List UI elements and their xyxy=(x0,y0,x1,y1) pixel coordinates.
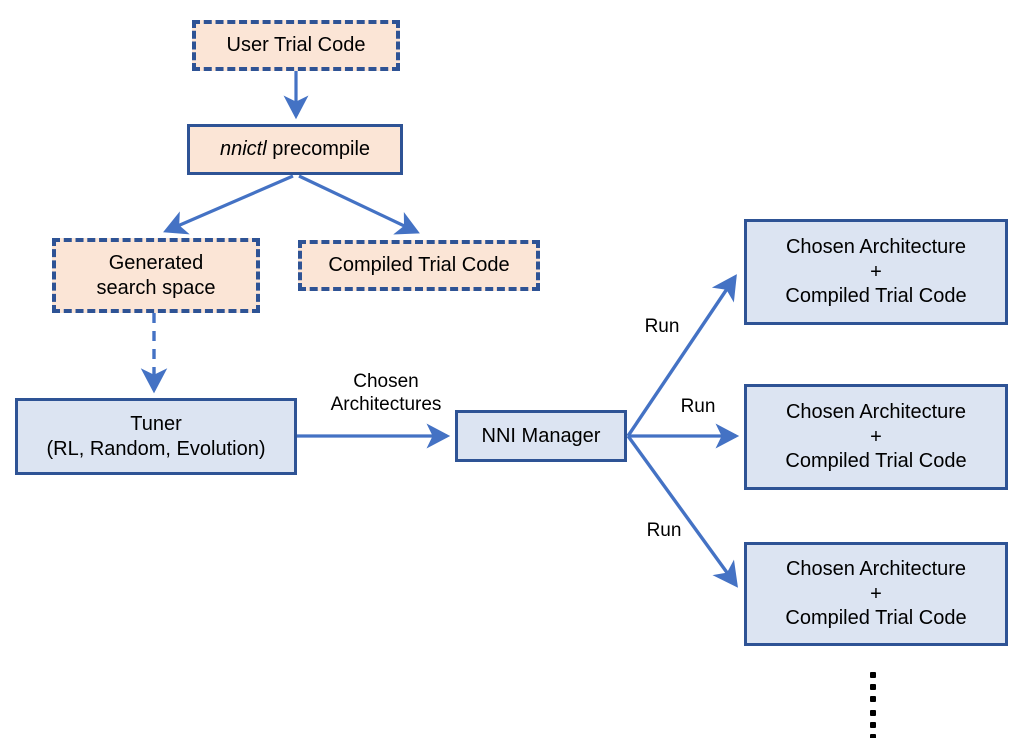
vertical-ellipsis-icon-1 xyxy=(869,672,877,702)
node-tuner-line-1: Tuner xyxy=(130,413,182,436)
edge-label-run-middle: Run xyxy=(680,396,716,417)
node-trial-2-line-1: Chosen Architecture xyxy=(785,401,967,424)
node-trial-3-line-1: Chosen Architecture xyxy=(785,558,967,581)
node-nni-manager-label: NNI Manager xyxy=(481,424,601,447)
node-nni-manager[interactable]: NNI Manager xyxy=(455,410,627,462)
node-user-trial-code-label: User Trial Code xyxy=(226,34,366,57)
node-trial-1-line-2: + xyxy=(870,260,882,283)
arrow-nni-manager-to-trial-3 xyxy=(626,435,738,588)
node-trial-2-line-2: + xyxy=(870,425,882,448)
node-trial-1-line-1: Chosen Architecture xyxy=(785,236,967,259)
arrow-precompile-to-compiled-code xyxy=(298,174,420,235)
node-trial-2-line-3: Compiled Trial Code xyxy=(785,450,967,473)
node-nnictl-precompile-command: nnictl xyxy=(219,138,267,161)
arrow-precompile-to-search-space xyxy=(163,174,294,235)
edge-label-run-bottom: Run xyxy=(646,520,682,541)
node-compiled-trial-code-label: Compiled Trial Code xyxy=(328,254,510,277)
node-generated-search-space-line-2: search space xyxy=(96,276,216,299)
node-trial-3[interactable]: Chosen Architecture + Compiled Trial Cod… xyxy=(744,542,1008,646)
edge-label-chosen-architectures: Chosen Architectures xyxy=(330,371,442,415)
vertical-ellipsis-icon-2 xyxy=(869,710,877,738)
node-trial-1[interactable]: Chosen Architecture + Compiled Trial Cod… xyxy=(744,219,1008,325)
node-nnictl-precompile[interactable]: nnictl precompile xyxy=(187,124,403,175)
node-generated-search-space[interactable]: Generated search space xyxy=(52,238,260,313)
node-nnictl-precompile-action: precompile xyxy=(266,138,371,161)
node-trial-3-line-3: Compiled Trial Code xyxy=(785,607,967,630)
node-tuner[interactable]: Tuner (RL, Random, Evolution) xyxy=(15,398,297,475)
node-tuner-line-2: (RL, Random, Evolution) xyxy=(46,437,266,460)
node-trial-3-line-2: + xyxy=(870,582,882,605)
node-generated-search-space-line-1: Generated xyxy=(108,252,204,275)
node-user-trial-code[interactable]: User Trial Code xyxy=(192,20,400,71)
node-compiled-trial-code[interactable]: Compiled Trial Code xyxy=(298,240,540,291)
node-trial-1-line-3: Compiled Trial Code xyxy=(785,285,967,308)
node-nnictl-precompile-label: nnictl precompile xyxy=(190,137,400,161)
edge-label-run-top: Run xyxy=(644,316,680,337)
node-trial-2[interactable]: Chosen Architecture + Compiled Trial Cod… xyxy=(744,384,1008,490)
